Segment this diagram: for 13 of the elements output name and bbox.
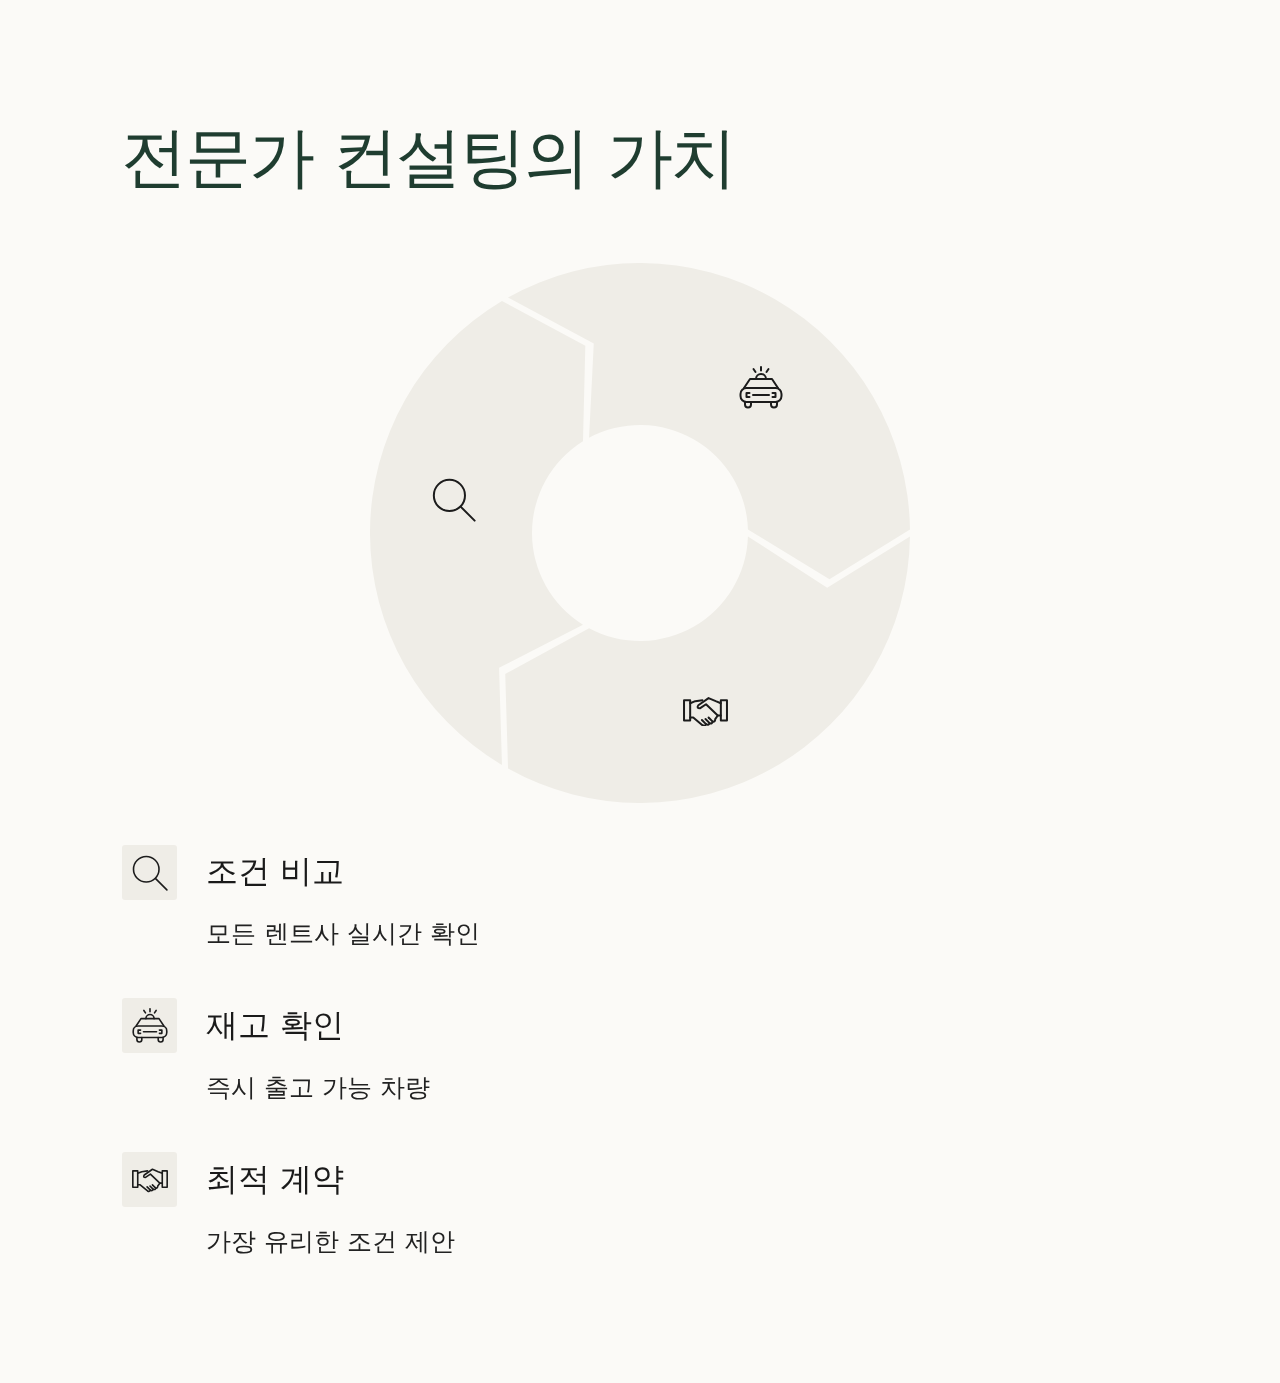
ring-segment [508,263,910,580]
ring-segment [370,300,586,766]
icon-tile [122,998,177,1053]
title: 전문가 컨설팅의 가치 [121,118,735,198]
item-description: 즉시 출고 가능 차량 [206,1073,430,1103]
icon-tile [122,845,177,900]
item-heading: 재고 확인 [206,1006,345,1044]
ring-segment [505,536,910,803]
icon-tile [122,1152,177,1207]
item-description: 가장 유리한 조건 제안 [206,1227,455,1257]
item-heading: 조건 비교 [206,852,345,890]
item-description: 모든 렌트사 실시간 확인 [206,919,480,949]
item-heading: 최적 계약 [206,1160,345,1198]
